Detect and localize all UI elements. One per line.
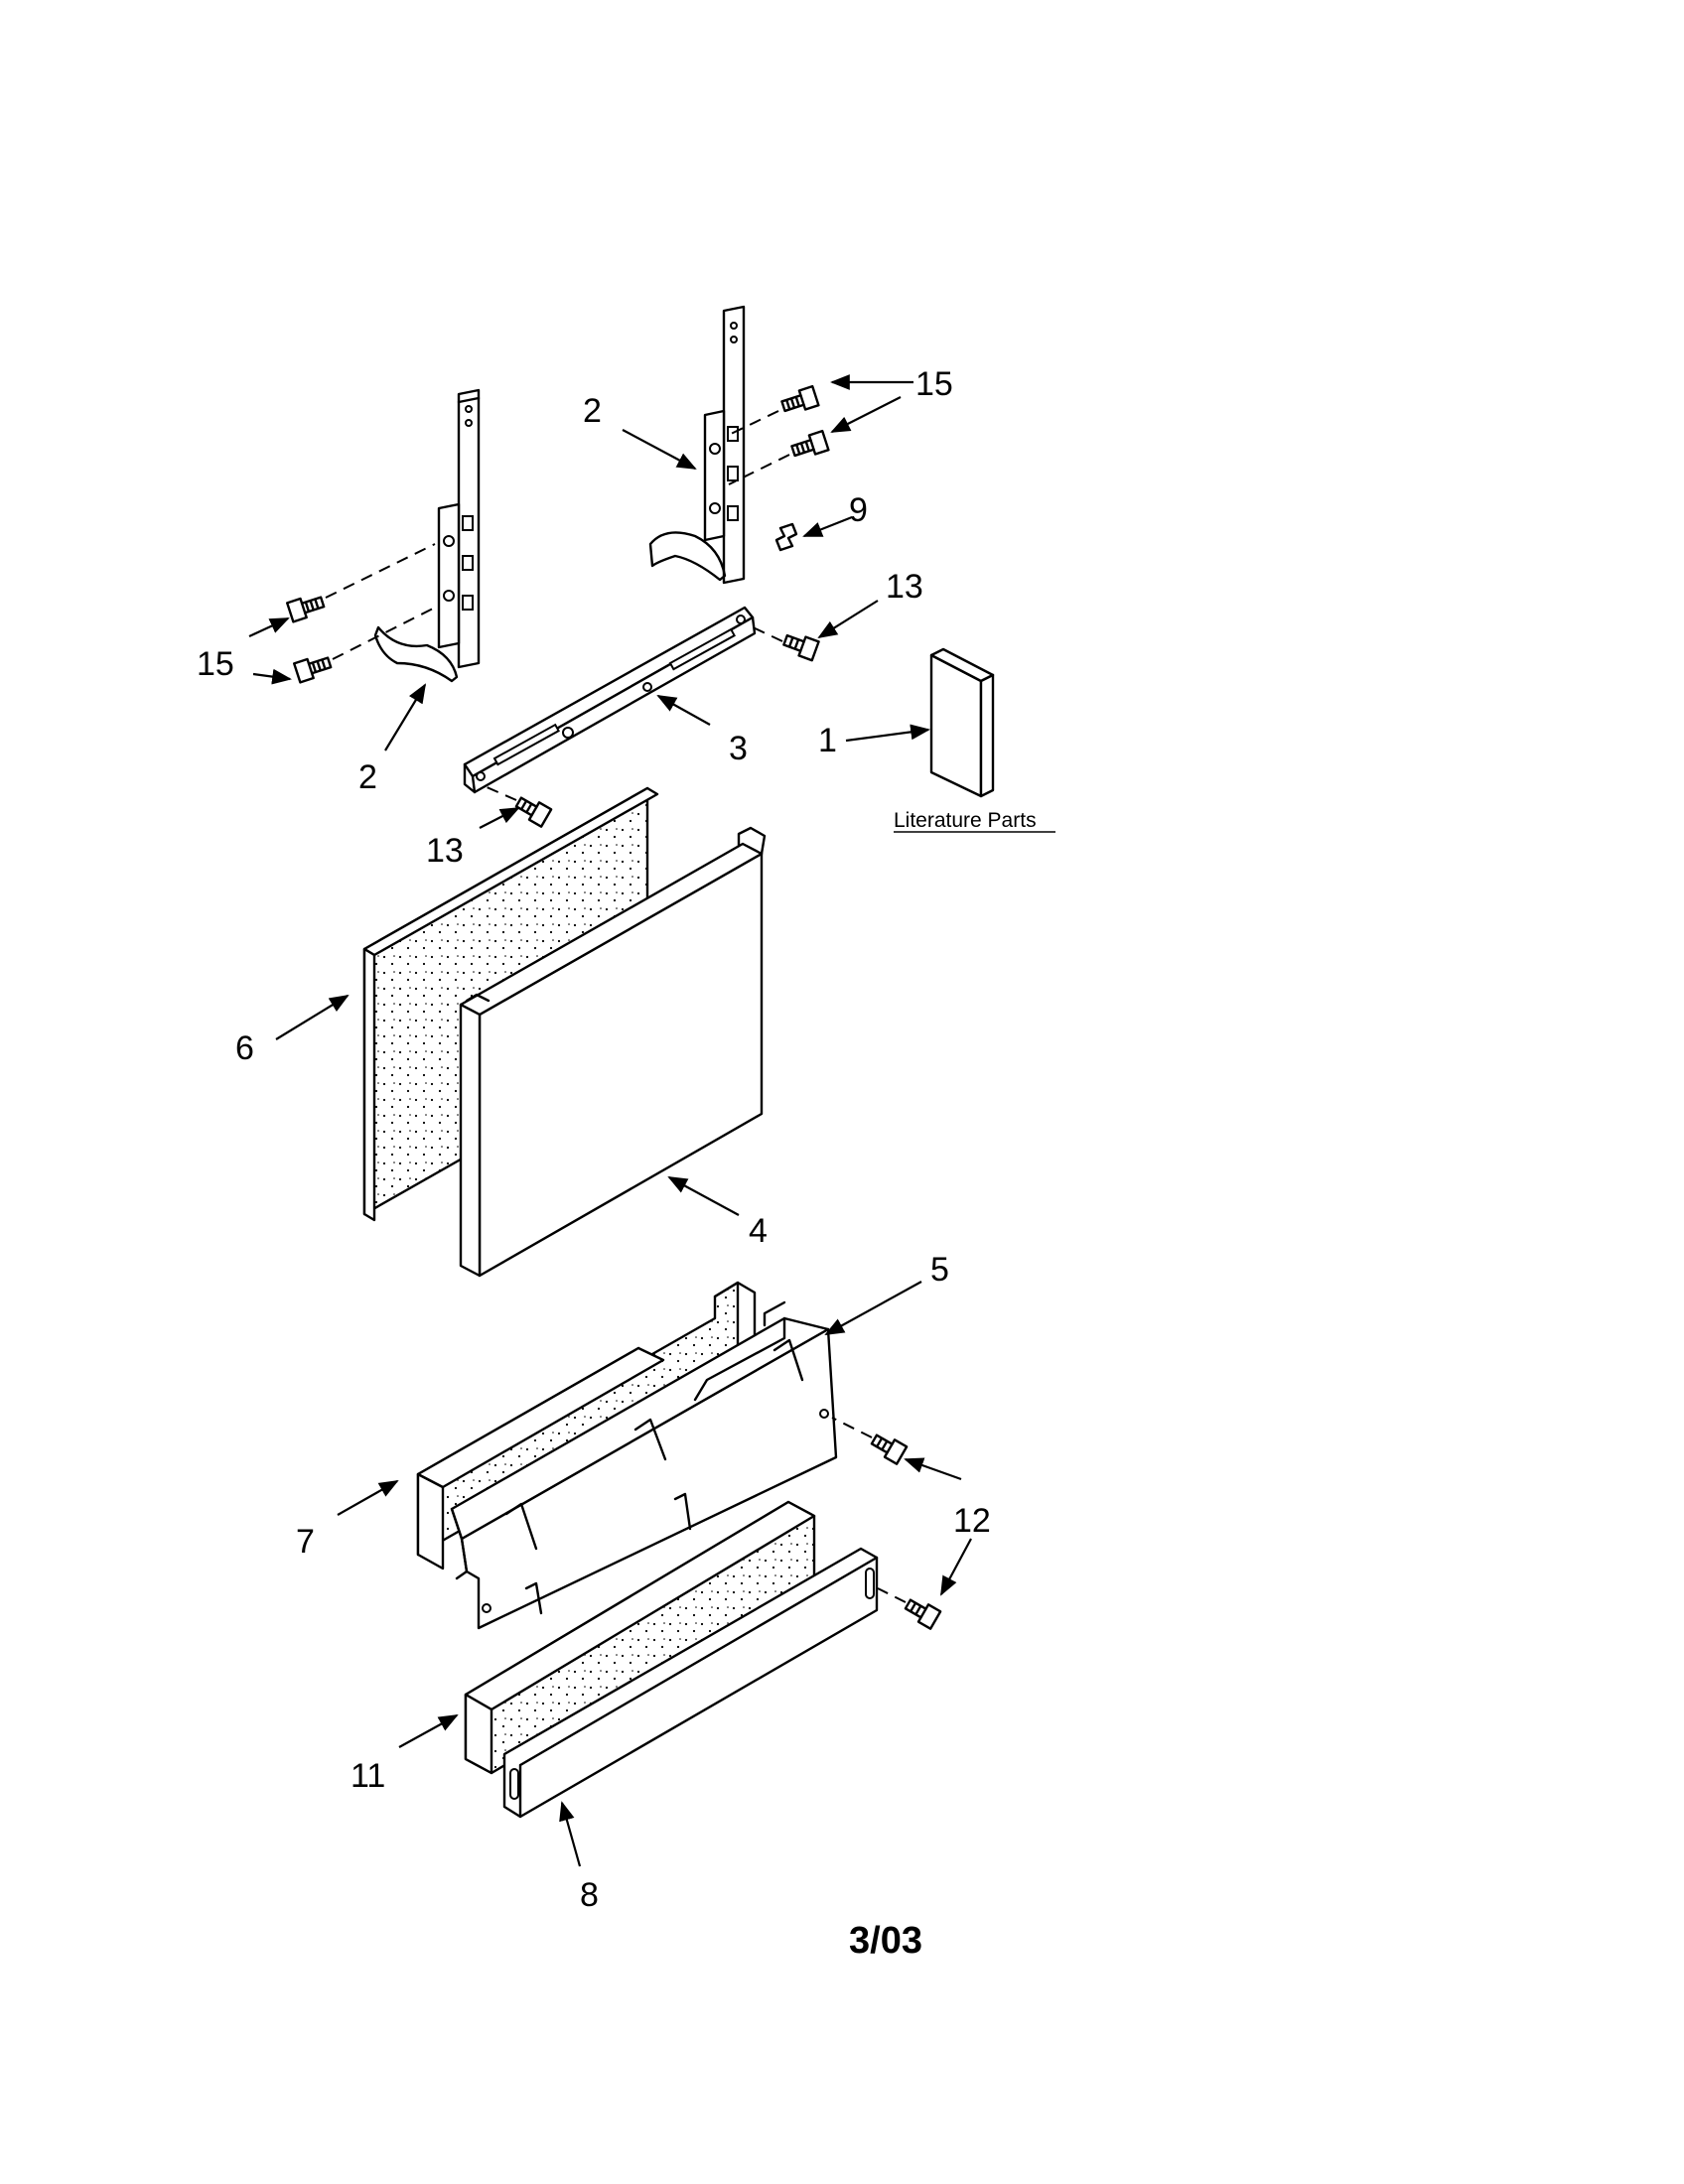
- lower-insulation-block: [464, 1500, 816, 1775]
- hinge-clip: [774, 522, 798, 552]
- callout-5: 5: [930, 1251, 949, 1289]
- callout-2-right: 2: [583, 392, 602, 430]
- door-panel: [459, 826, 767, 1278]
- callout-13-top: 13: [886, 568, 923, 606]
- revision-code: 3/03: [849, 1920, 922, 1962]
- lower-bracket-screws: [831, 1417, 942, 1630]
- callout-4: 4: [749, 1212, 768, 1250]
- right-screws: [728, 384, 830, 485]
- left-hinge-bracket: [373, 388, 481, 683]
- callout-12: 12: [953, 1502, 991, 1540]
- right-hinge-bracket: [648, 305, 746, 585]
- callout-8: 8: [580, 1876, 599, 1914]
- literature-parts-label: Literature Parts: [894, 809, 1037, 832]
- callout-9: 9: [849, 491, 868, 529]
- mounting-bracket: [463, 606, 757, 794]
- callout-labels: 15 2 2 15 9 13 3 1 13 6 4 5 7 12 11 8: [197, 365, 991, 1914]
- literature-parts-booklet: [929, 647, 995, 798]
- leader-arrows: [248, 374, 972, 1867]
- callout-3: 3: [729, 730, 748, 767]
- callout-7: 7: [296, 1523, 315, 1561]
- left-screws: [286, 543, 436, 684]
- callout-15-left: 15: [197, 645, 234, 683]
- kick-plate: [502, 1547, 879, 1819]
- callout-6: 6: [235, 1029, 254, 1067]
- callout-1: 1: [818, 722, 837, 759]
- literature-parts-label-group: Literature Parts: [894, 809, 1055, 833]
- bracket-screws: [484, 624, 820, 828]
- callout-2-left: 2: [358, 758, 377, 796]
- callout-15-right: 15: [915, 365, 953, 403]
- callout-13-bottom: 13: [426, 832, 464, 870]
- callout-11: 11: [351, 1757, 385, 1795]
